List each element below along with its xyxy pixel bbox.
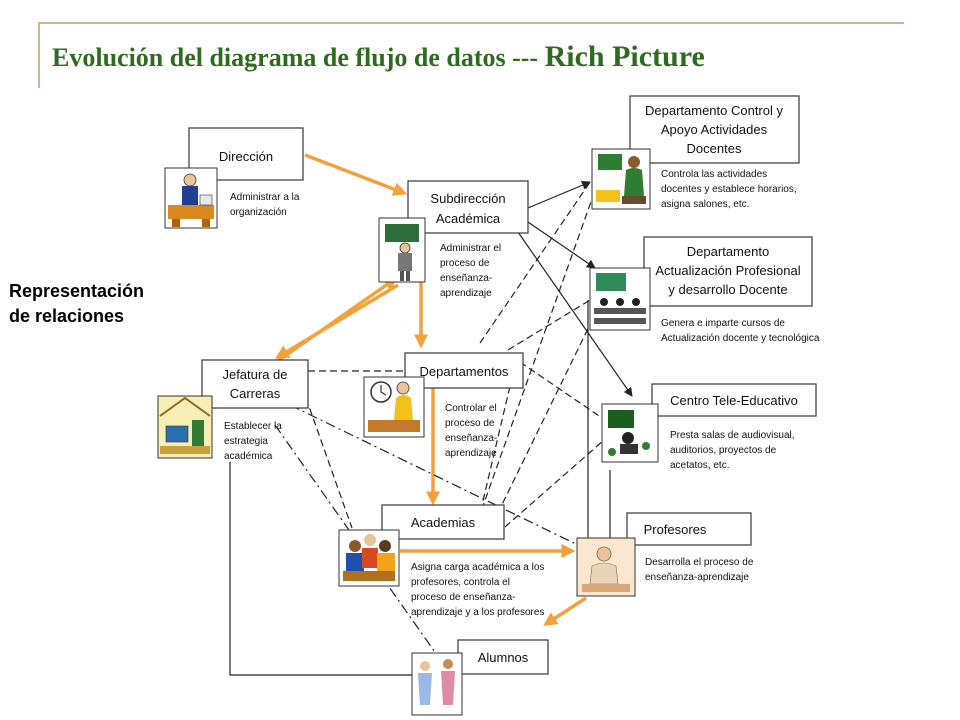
subdireccion-title-1: Subdirección [430,191,505,206]
group-meeting-icon [338,529,400,587]
rel-jefatura-alumnos-line [229,462,412,676]
rel-academias-departamentos [477,364,516,523]
node-dep-actualizacion: Departamento Actualización Profesional y… [589,236,820,344]
rel-academias-centro [504,439,605,528]
rel-departamentos-dep-actualizacion [507,293,601,351]
rel-subdireccion-dep-control [527,180,591,209]
subdireccion-desc-1: Administrar el [440,243,501,254]
academias-desc-1: Asigna carga académica a los [411,562,544,573]
clock-worker-icon [363,376,425,438]
jefatura-title-1: Jefatura de [222,367,287,382]
node-dep-control: Departamento Control y Apoyo Actividades… [591,95,800,210]
profesores-box [626,512,752,546]
departamentos-title: Departamentos [420,364,509,379]
direccion-title: Dirección [219,149,273,164]
slide-title: Evolución del diagrama de flujo de datos… [52,40,705,73]
title-frame-left-rule [38,22,40,88]
dep-control-desc-3: asigna salones, etc. [661,199,749,210]
dep-actualizacion-title-3: y desarrollo Docente [668,282,787,297]
academias-title: Academias [411,515,476,530]
departamentos-desc-1: Controlar el [445,403,497,414]
rel-academias-dep-control [477,181,599,521]
office-room-icon [157,395,213,459]
subdireccion-desc-2: proceso de [440,258,490,269]
centro-desc-2: auditorios, proyectos de [670,445,777,456]
jefatura-desc-3: académica [224,451,273,462]
projector-icon [601,403,659,463]
node-alumnos: Alumnos [411,639,549,716]
centro-desc-3: acetatos, etc. [670,460,729,471]
node-profesores: Profesores Desarrolla el proceso de ense… [576,512,754,597]
title-part-1: Evolución del diagrama de flujo de datos… [52,43,545,72]
executive-desk-icon [164,167,218,229]
flow-jefatura-subdireccion-2 [260,276,398,374]
centro-title: Centro Tele-Educativo [670,393,798,408]
departamentos-desc-4: aprendizaje [445,448,497,459]
academias-desc-3: proceso de enseñanza- [411,592,516,603]
direccion-desc-2: organización [230,207,287,218]
dep-control-desc-1: Controla las actividades [661,169,767,180]
side-label-line-2: de relaciones [9,306,125,326]
rel-departamentos-dep-control [479,171,598,344]
rel-jefatura-profesores [289,404,579,546]
side-label: Representación de relaciones [9,279,144,329]
direccion-desc-1: Administrar a la [230,192,300,203]
jefatura-title-2: Carreras [230,386,281,401]
alumnos-title: Alumnos [478,650,529,665]
side-label-line-1: Representación [9,281,145,301]
teacher-class-icon [591,148,651,210]
dep-control-title-3: Docentes [687,141,742,156]
jefatura-desc-1: Establecer la [224,421,282,432]
academias-box [381,504,505,540]
rel-academias-dep-actualizacion [492,299,603,524]
node-subdireccion: Subdirección Académica Administrar el pr… [378,180,529,299]
title-frame-top-rule [38,22,904,24]
academias-desc-2: profesores, controla el [411,577,510,588]
departamentos-box [404,352,524,389]
academias-desc-4: aprendizaje y a los profesores [411,607,544,618]
node-academias: Academias Asigna carga académica a los p… [338,504,544,618]
rel-subdireccion-dep-actualizacion [524,219,596,269]
dep-actualizacion-desc-2: Actualización docente y tecnológica [661,333,820,344]
title-part-2: Rich Picture [544,40,705,73]
dep-actualizacion-box [643,236,813,307]
subdireccion-desc-4: aprendizaje [440,288,492,299]
dep-actualizacion-title-2: Actualización Profesional [655,263,800,278]
subdireccion-desc-3: enseñanza- [440,273,492,284]
classroom-icon [589,267,651,331]
node-direccion: Dirección Administrar a la organización [164,127,304,229]
rel-departamentos-centro [519,361,606,421]
departamentos-desc-3: enseñanza- [445,433,497,444]
jefatura-box [201,359,309,409]
dep-actualizacion-title-1: Departamento [687,244,769,259]
dep-control-title-1: Departamento Control y [645,103,784,118]
presenter-board-icon [378,217,426,283]
departamentos-desc-2: proceso de [445,418,495,429]
node-departamentos: Departamentos Controlar el proceso de en… [363,352,524,459]
flow-direccion-subdireccion [304,153,408,196]
centro-box [651,383,817,417]
profesores-title: Profesores [644,522,707,537]
dep-control-desc-2: docentes y establece horarios, [661,184,797,195]
dep-control-box [629,95,800,164]
subdireccion-box [407,180,529,234]
centro-desc-1: Presta salas de audiovisual, [670,430,795,441]
jefatura-desc-2: estrategia [224,436,268,447]
rel-jefatura-academias [305,397,353,529]
node-jefatura: Jefatura de Carreras Establecer la estra… [157,359,309,462]
dep-actualizacion-desc-1: Genera e imparte cursos de [661,318,785,329]
flow-profesores-alumnos [543,596,587,626]
profesores-desc-2: enseñanza-aprendizaje [645,572,749,583]
teacher-desk-icon [576,537,636,597]
subdireccion-title-2: Académica [436,211,501,226]
dep-control-title-2: Apoyo Actividades [661,122,768,137]
profesores-desc-1: Desarrolla el proceso de [645,557,754,568]
students-icon [411,652,463,716]
node-centro: Centro Tele-Educativo Presta salas de au… [601,383,817,471]
